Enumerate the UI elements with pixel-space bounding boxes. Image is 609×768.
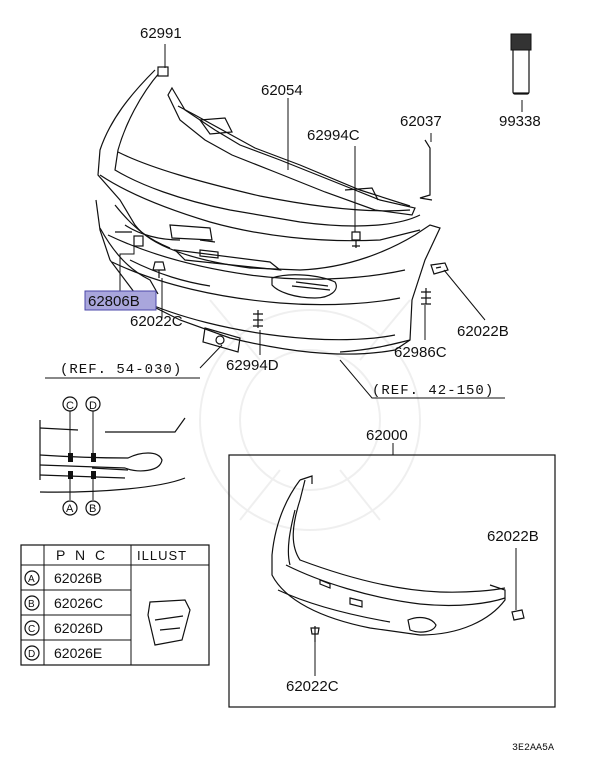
- table-key-B: B: [28, 599, 35, 610]
- table-pnc-D: 62026E: [54, 645, 102, 661]
- table-header-illust: ILLUST: [137, 548, 187, 563]
- table-key-D: D: [28, 649, 35, 660]
- label-62994D: 62994D: [226, 357, 279, 374]
- reinforcement-62054: [167, 86, 416, 216]
- label-62022B-top: 62022B: [457, 323, 509, 340]
- leader-lines: [45, 44, 523, 399]
- table-pnc-B: 62026C: [54, 595, 103, 611]
- label-ref-54-030: (REF. 54-030): [60, 362, 182, 378]
- label-62037: 62037: [400, 113, 442, 130]
- table-key-C: C: [28, 624, 35, 635]
- marker-C: C: [66, 400, 74, 412]
- label-ref-42-150: (REF. 42-150): [372, 383, 494, 399]
- assembly-box: [228, 443, 556, 708]
- label-99338: 99338: [499, 113, 541, 130]
- label-62022B-box: 62022B: [487, 528, 539, 545]
- table-pnc-C: 62026D: [54, 620, 103, 636]
- label-62806B[interactable]: 62806B: [88, 293, 140, 310]
- marker-D: D: [89, 400, 97, 412]
- label-62054: 62054: [261, 82, 303, 99]
- marker-B: B: [89, 503, 96, 515]
- bumper-assembly: [95, 69, 441, 355]
- label-62022C-top: 62022C: [130, 313, 183, 330]
- diagram-code: 3E2AA5A: [512, 743, 554, 754]
- label-62991: 62991: [140, 25, 182, 42]
- clip-location-detail: [39, 396, 186, 516]
- label-62000: 62000: [366, 427, 408, 444]
- sealant-tube-99338: [510, 33, 532, 95]
- table-pnc-A: 62026B: [54, 570, 102, 586]
- marker-A: A: [66, 503, 74, 515]
- highlight-62806B: [84, 290, 157, 311]
- pnc-table: [20, 544, 210, 666]
- table-key-A: A: [28, 574, 35, 585]
- fasteners: [133, 66, 449, 353]
- table-header-pnc: P N C: [56, 547, 108, 563]
- label-62022C-box: 62022C: [286, 678, 339, 695]
- label-62986C: 62986C: [394, 344, 447, 361]
- watermark-emblem: [199, 299, 421, 531]
- label-62994C: 62994C: [307, 127, 360, 144]
